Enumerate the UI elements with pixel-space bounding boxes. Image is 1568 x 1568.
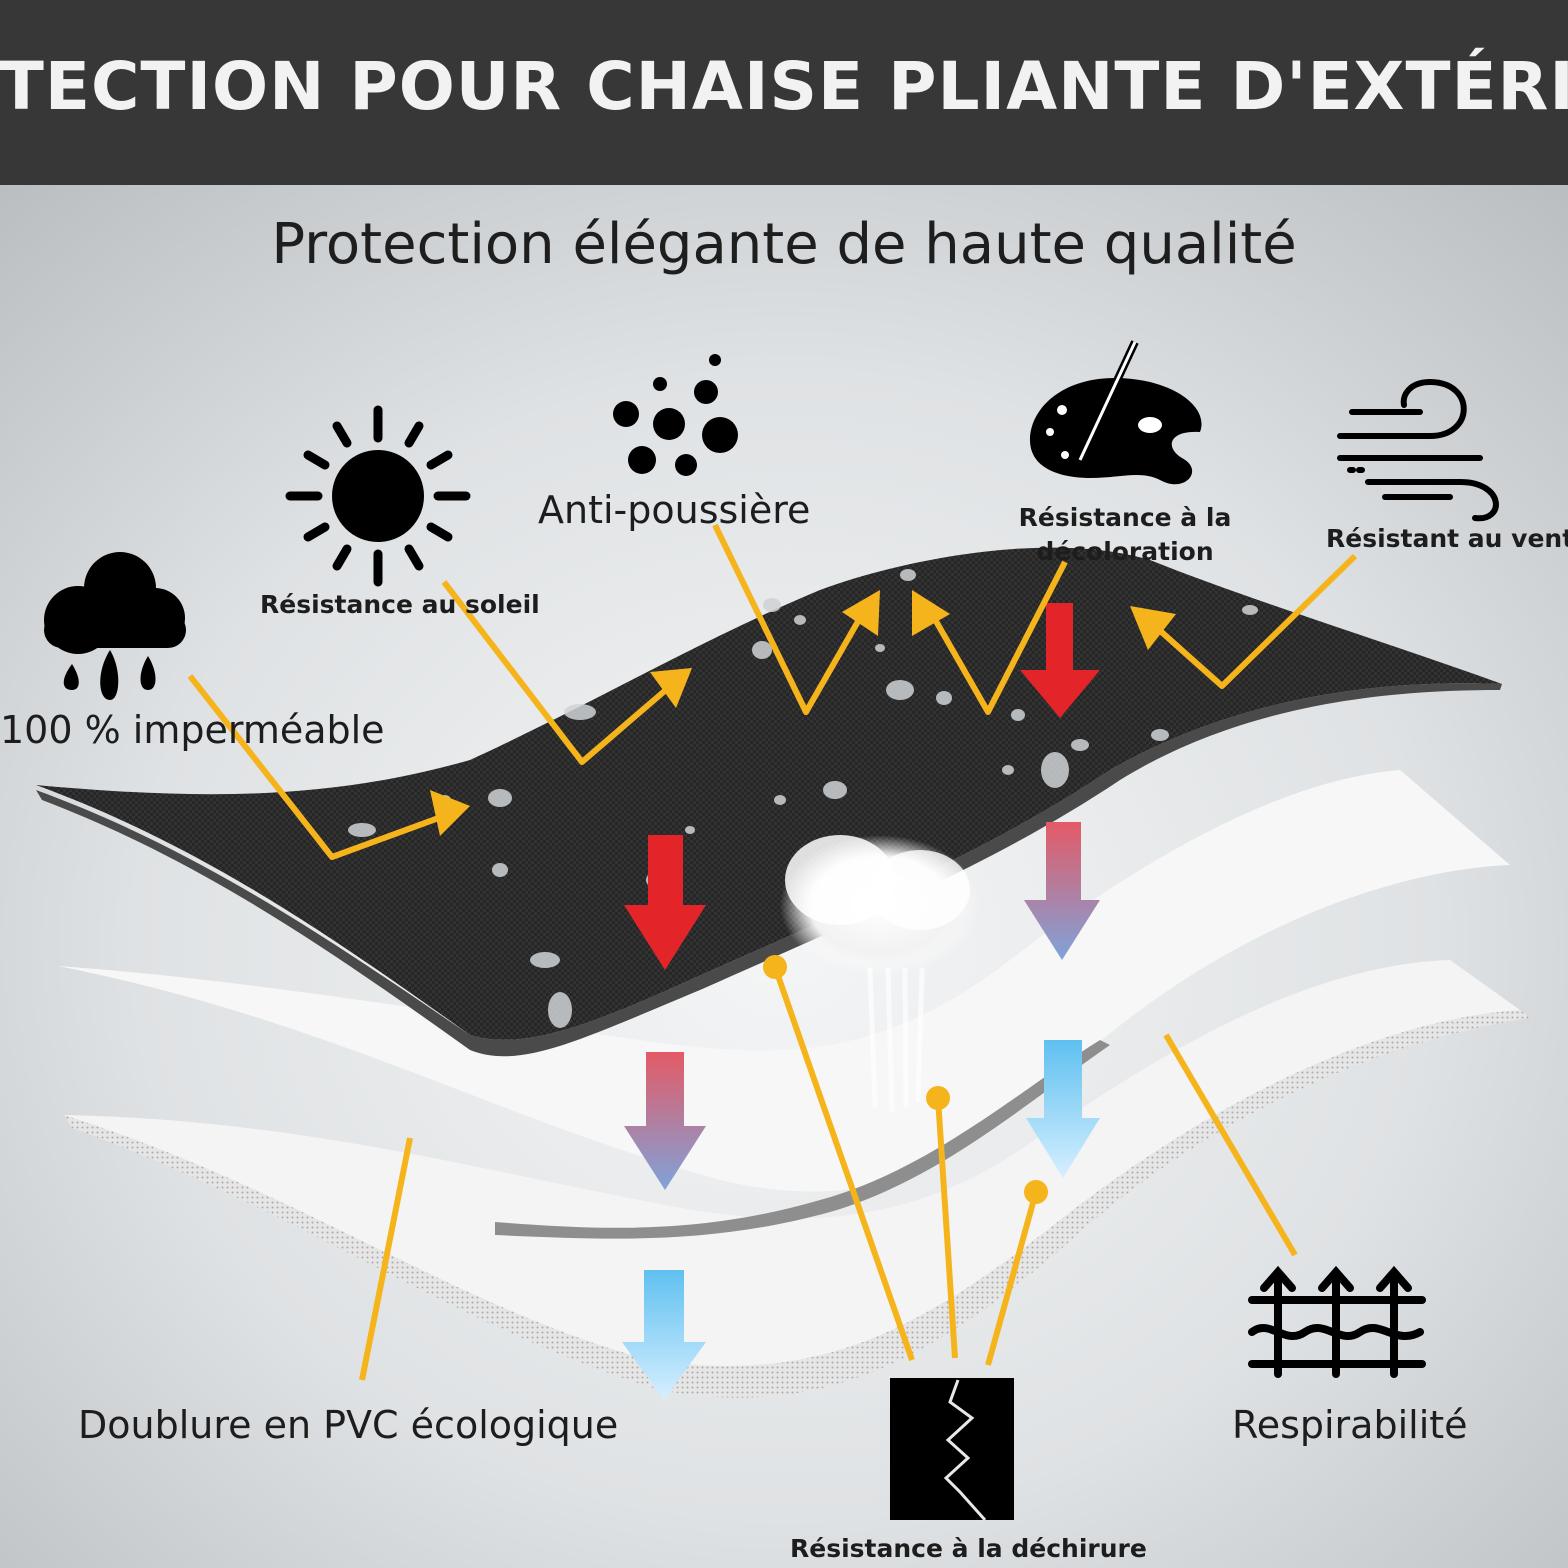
callout-fade bbox=[922, 560, 1068, 715]
subtitle: Protection élégante de haute qualité bbox=[271, 212, 1297, 277]
thermal-arrows bbox=[622, 603, 1100, 1400]
heat-arrow bbox=[624, 835, 706, 970]
vapor-cloud bbox=[780, 835, 980, 1113]
callout-arrowheads bbox=[430, 590, 1176, 836]
cooling-arrow bbox=[624, 1052, 706, 1190]
cool-arrow bbox=[622, 1270, 706, 1400]
label-sun-resistance: Résistance au soleil bbox=[260, 590, 540, 619]
heat-arrow bbox=[1020, 603, 1100, 718]
callout-tear bbox=[935, 1097, 958, 1359]
callout-tear bbox=[772, 966, 915, 1361]
rain-cloud-icon bbox=[44, 552, 186, 700]
sun-icon bbox=[285, 405, 471, 587]
dust-particles-icon bbox=[613, 354, 738, 476]
callout-dust bbox=[712, 523, 871, 715]
callout-sun bbox=[441, 580, 684, 765]
tear-icon bbox=[890, 1378, 1014, 1521]
page-title: PROTECTION POUR CHAISE PLIANTE D'EXTÉRIE… bbox=[0, 48, 1568, 125]
callout-dots bbox=[763, 955, 1048, 1204]
label-breathability: Respirabilité bbox=[1232, 1403, 1468, 1447]
waterproof-fabric-layer bbox=[36, 547, 1502, 1057]
cooling-arrow bbox=[1024, 822, 1100, 960]
middle-layer bbox=[58, 770, 1510, 1239]
callout-wind bbox=[1146, 553, 1358, 689]
breathable-grid-icon bbox=[1248, 1265, 1426, 1378]
paint-palette-icon bbox=[1030, 340, 1202, 485]
label-wind-resistance: Résistant au vent bbox=[1326, 524, 1568, 553]
callout-lining bbox=[359, 1137, 413, 1381]
callout-tear bbox=[985, 1191, 1039, 1366]
label-fade-resistance-1: Résistance à la bbox=[1018, 503, 1232, 532]
wind-icon bbox=[1337, 378, 1499, 522]
callout-waterproof bbox=[187, 674, 457, 860]
callout-breathable bbox=[1163, 1033, 1298, 1257]
cool-arrow bbox=[1026, 1040, 1100, 1178]
layer-diagram bbox=[0, 185, 1568, 1568]
label-waterproof: 100 % imperméable bbox=[0, 708, 385, 752]
header-banner: PROTECTION POUR CHAISE PLIANTE D'EXTÉRIE… bbox=[0, 0, 1568, 185]
label-pvc-lining: Doublure en PVC écologique bbox=[78, 1403, 619, 1447]
label-fade-resistance-2: décoloration bbox=[1036, 537, 1214, 566]
label-tear-resistance: Résistance à la déchirure bbox=[790, 1534, 1147, 1563]
pvc-lining-layer bbox=[64, 960, 1530, 1398]
callout-lines bbox=[187, 523, 1358, 1381]
label-anti-dust: Anti-poussière bbox=[538, 488, 811, 532]
